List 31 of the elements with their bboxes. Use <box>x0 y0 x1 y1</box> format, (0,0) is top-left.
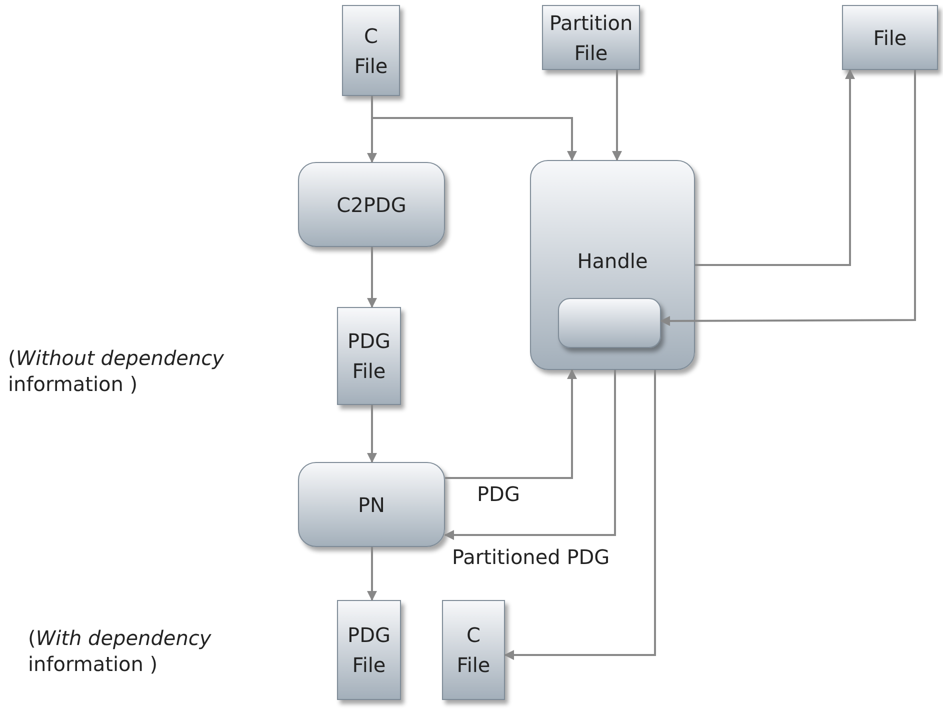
process-box <box>298 162 445 247</box>
file-box <box>542 5 640 70</box>
node-label: C2PDG <box>336 192 406 218</box>
node-label: Handle <box>577 248 648 275</box>
process-box <box>558 298 661 348</box>
note-text: (Without dependency information ) <box>8 345 225 397</box>
file-box <box>342 5 400 96</box>
node-label: PDG File <box>348 328 390 385</box>
arrow <box>445 369 577 479</box>
arrow <box>504 370 656 660</box>
process-box <box>298 462 445 547</box>
node-label: C File <box>354 22 388 80</box>
node-label: File <box>873 24 907 52</box>
arrow <box>367 405 377 463</box>
file-box <box>337 600 401 700</box>
file-box <box>442 600 505 700</box>
node-label: C File <box>456 622 490 679</box>
process-box <box>530 160 695 370</box>
arrow <box>367 547 377 601</box>
arrow <box>371 96 577 161</box>
arrow <box>660 70 916 326</box>
note-text: (With dependency information ) <box>28 625 212 677</box>
arrow <box>444 370 616 540</box>
arrow <box>612 70 622 161</box>
arrow <box>695 69 855 266</box>
file-box <box>842 5 938 70</box>
node-label: PDG File <box>348 622 390 679</box>
file-box <box>337 307 401 405</box>
node-label: PN <box>358 492 386 518</box>
node-label: Partition File <box>549 10 633 66</box>
arrow <box>367 247 377 308</box>
